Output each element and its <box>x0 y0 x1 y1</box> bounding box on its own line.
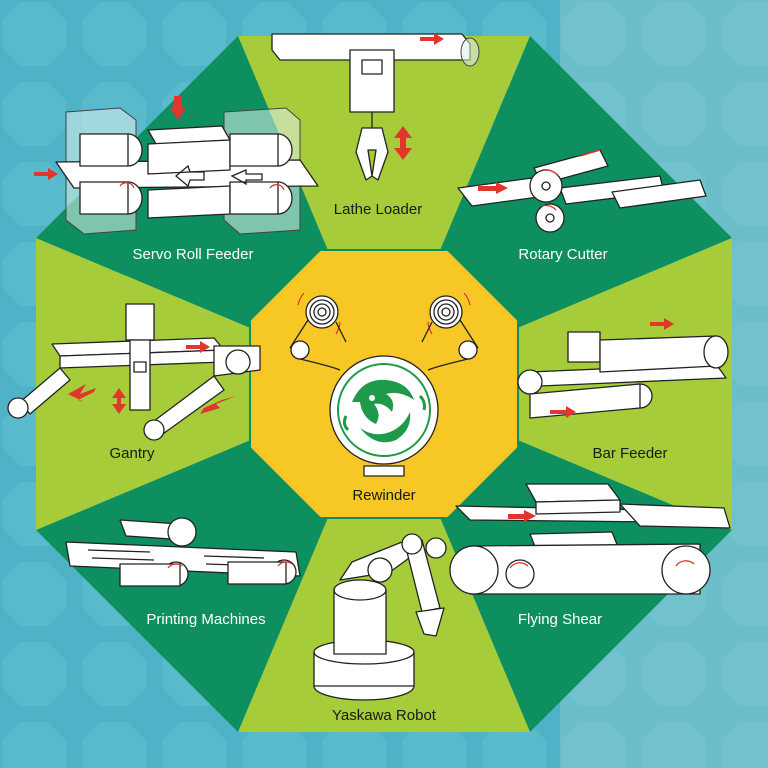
label-bar-feeder: Bar Feeder <box>592 445 667 462</box>
label-lathe-loader: Lathe Loader <box>334 201 422 218</box>
gantry-illustration <box>7 303 261 441</box>
label-yaskawa-robot: Yaskawa Robot <box>332 707 437 724</box>
bar-feeder-illustration <box>517 318 729 419</box>
label-servo-roll-feeder: Servo Roll Feeder <box>133 246 254 263</box>
printing-machines-illustration <box>65 517 301 587</box>
yaskawa-robot-illustration <box>313 533 447 701</box>
label-rewinder: Rewinder <box>352 487 415 504</box>
segment-top <box>238 36 530 384</box>
rewinder-illustration <box>289 292 479 477</box>
dragon-emblem-icon <box>337 363 431 457</box>
flying-shear-illustration <box>449 483 731 595</box>
rotary-cutter-illustration <box>457 149 707 233</box>
label-gantry: Gantry <box>109 445 155 462</box>
lathe-loader-illustration <box>271 33 480 181</box>
label-printing-machines: Printing Machines <box>146 611 265 628</box>
label-flying-shear: Flying Shear <box>518 611 602 628</box>
servo-roll-feeder-illustration <box>34 96 319 235</box>
label-rotary-cutter: Rotary Cutter <box>518 246 607 263</box>
